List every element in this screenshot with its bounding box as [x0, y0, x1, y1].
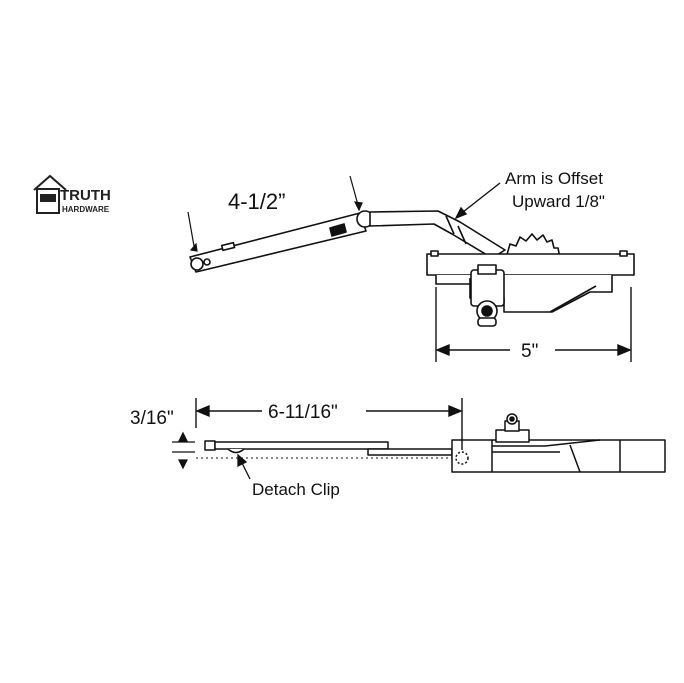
detach-clip-shape: [227, 448, 245, 454]
side-stud: [495, 413, 530, 443]
base-width-dimension: [435, 287, 632, 362]
top-view-operator: [189, 210, 635, 327]
arm-length-leaders: [187, 175, 363, 252]
side-arm: [204, 440, 453, 456]
side-view-operator: [196, 413, 666, 473]
detach-clip-label: Detach Clip: [252, 480, 340, 499]
base-plate: [426, 250, 635, 313]
height-offset-markers: [172, 431, 195, 470]
logo-subtitle: HARDWARE: [62, 205, 110, 214]
base-width-label: 5": [521, 341, 538, 362]
offset-leader: [454, 182, 501, 220]
gear-icon: [505, 233, 561, 259]
logo-brand: TRUTH: [60, 187, 111, 204]
arm-extension-dimension: [195, 398, 463, 450]
arm-length-label: 4-1/2”: [228, 189, 285, 214]
truth-hardware-logo: TRUTH HARDWARE: [33, 174, 111, 214]
offset-label-line2: Upward 1/8": [512, 192, 605, 211]
height-offset-label: 3/16": [130, 408, 174, 429]
spline-housing: [470, 264, 505, 327]
house-icon: [33, 174, 67, 214]
straight-arm: [189, 212, 367, 273]
offset-label-line1: Arm is Offset: [505, 169, 603, 188]
arm-extension-label: 6-11/16": [268, 402, 338, 423]
detach-clip-leader: [237, 453, 251, 480]
side-housing: [451, 439, 666, 473]
